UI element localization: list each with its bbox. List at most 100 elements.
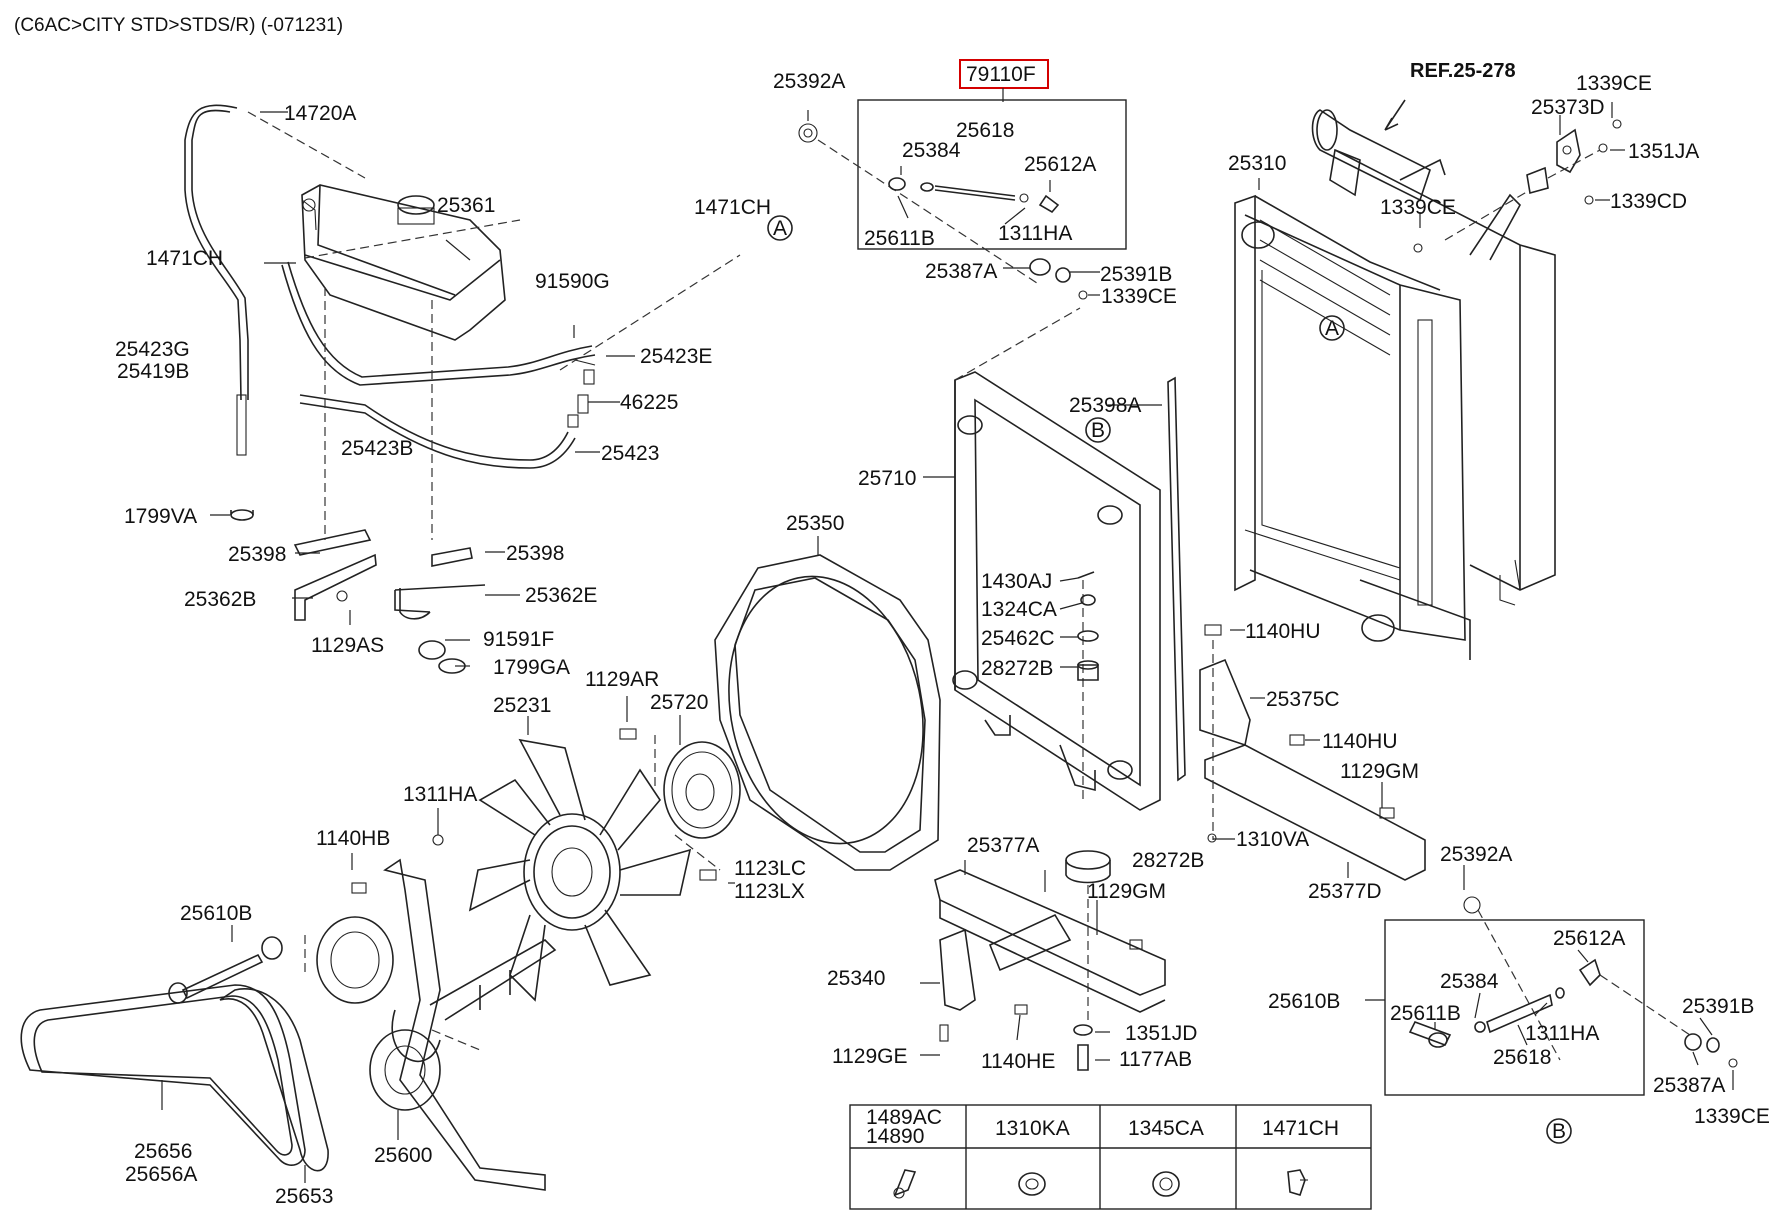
part-label-25653: 25653 <box>275 1185 333 1208</box>
part-label-1799va: 1799VA <box>124 505 197 528</box>
table-header-cell: 1471CH <box>1262 1117 1339 1140</box>
coolant-reservoir-tank <box>301 184 506 341</box>
radiator-core <box>1234 194 1471 660</box>
part-label-1324ca: 1324CA <box>981 598 1057 621</box>
part-label-25398a: 25398A <box>1069 394 1141 417</box>
fan-shroud <box>714 554 941 871</box>
part-label-25612a: 25612A <box>1553 927 1625 950</box>
part-label-1140hu: 1140HU <box>1322 730 1398 753</box>
part-label-1339ce: 1339CE <box>1694 1105 1770 1128</box>
part-label-25392a: 25392A <box>1440 843 1512 866</box>
part-label-1129gm: 1129GM <box>1087 880 1166 903</box>
part-label-25362b: 25362B <box>184 588 256 611</box>
table-header-cell: 1489AC <box>866 1106 942 1129</box>
part-label-25392a: 25392A <box>773 70 845 93</box>
marker-a-circle <box>767 215 793 241</box>
part-label-25340: 25340 <box>827 967 885 990</box>
part-label-79110f: 79110F <box>966 63 1036 86</box>
part-label-1129ge: 1129GE <box>832 1045 908 1068</box>
table-header-cell: 1345CA <box>1128 1117 1204 1140</box>
reservoir-dashed-leaders <box>247 111 741 540</box>
callout-markers: A A B B <box>767 215 1572 1144</box>
highlighted-part-box <box>959 59 1049 89</box>
nut-icon <box>1018 1172 1046 1196</box>
part-label-1311ha: 1311HA <box>1525 1022 1599 1045</box>
part-label-1310va: 1310VA <box>1236 828 1309 851</box>
part-label-25350: 25350 <box>786 512 844 535</box>
part-label-25377a: 25377A <box>967 834 1039 857</box>
marker-b-circle <box>1546 1118 1572 1144</box>
marker-b-label: B <box>1091 419 1105 442</box>
part-label-25710: 25710 <box>858 467 916 490</box>
part-label-28272b: 28272B <box>1132 849 1204 872</box>
part-label-25423g: 25423G <box>115 338 190 361</box>
part-label-28272b: 28272B <box>981 657 1053 680</box>
cooling-fan <box>468 738 692 1002</box>
part-label-14720a: 14720A <box>284 102 356 125</box>
lower-hose-kit-box <box>1384 896 1738 1096</box>
part-label-1471ch: 1471CH <box>146 247 223 270</box>
part-number-labels: 14720A 1471CH 1471CH 25361 91590G 25423G… <box>115 60 1770 1208</box>
part-label-25423b: 25423B <box>341 437 413 460</box>
part-label-1339cd: 1339CD <box>1610 190 1687 213</box>
part-label-1129as: 1129AS <box>311 634 384 657</box>
part-label-25423e: 25423E <box>640 345 712 368</box>
flange-nut-icon <box>1152 1171 1180 1197</box>
part-label-25387a: 25387A <box>925 260 997 283</box>
part-label-91590g: 91590G <box>535 270 610 293</box>
part-label-25377d: 25377D <box>1308 880 1382 903</box>
part-label-25387a: 25387A <box>1653 1074 1725 1097</box>
part-label-91591f: 91591F <box>483 628 554 651</box>
part-label-25391b: 25391B <box>1682 995 1754 1018</box>
part-label-25462c: 25462C <box>981 627 1055 650</box>
part-label-1339ce: 1339CE <box>1576 72 1652 95</box>
drive-belts <box>20 984 329 1172</box>
marker-a-circle <box>1319 315 1345 341</box>
table-header-cell: 1310KA <box>995 1117 1070 1140</box>
part-label-25398: 25398 <box>228 543 286 566</box>
clip-icon <box>893 1169 917 1199</box>
part-label-25384: 25384 <box>902 139 961 162</box>
marker-b-circle <box>1085 417 1111 443</box>
table-header-cell: 14890 <box>866 1125 924 1148</box>
part-label-25656: 25656 <box>134 1140 192 1163</box>
part-label-1177ab: 1177AB <box>1119 1048 1192 1071</box>
part-label-25231: 25231 <box>493 694 551 717</box>
radiator-mounting-hardware <box>1384 99 1622 253</box>
idler-pulley-bracket <box>304 858 557 1191</box>
part-label-1799ga: 1799GA <box>493 656 570 679</box>
model-path-header: (C6AC>CITY STD>STDS/R) (-071231) <box>14 15 343 36</box>
part-label-25720: 25720 <box>650 691 708 714</box>
part-label-1140hb: 1140HB <box>316 827 390 850</box>
part-label-25391b: 25391B <box>1100 263 1172 286</box>
part-label-25384: 25384 <box>1440 970 1499 993</box>
reservoir-hoses <box>281 261 596 469</box>
part-label-1311ha: 1311HA <box>998 222 1072 245</box>
fan-clutch <box>432 728 741 881</box>
part-label-1430aj: 1430AJ <box>981 570 1052 593</box>
part-label-25398: 25398 <box>506 542 564 565</box>
part-label-1123lc: 1123LC <box>734 857 806 880</box>
part-label-1351jd: 1351JD <box>1125 1022 1197 1045</box>
part-label-25373d: 25373D <box>1531 96 1605 119</box>
right-support-bracket <box>1199 624 1426 881</box>
part-label-1129ar: 1129AR <box>585 668 659 691</box>
part-label-25362e: 25362E <box>525 584 597 607</box>
part-label-1311ha: 1311HA <box>403 783 477 806</box>
part-label-25610b: 25610B <box>180 902 252 925</box>
hose-kit-box <box>798 59 1127 300</box>
part-label-25611b: 25611B <box>1390 1002 1461 1025</box>
part-label-25375c: 25375C <box>1266 688 1340 711</box>
radiator-frame <box>952 307 1186 811</box>
part-label-25361: 25361 <box>437 194 495 217</box>
label-leader-lines <box>161 102 1734 1183</box>
part-label-1129gm: 1129GM <box>1340 760 1419 783</box>
part-label-25611b: 25611B <box>864 227 935 250</box>
part-label-25618: 25618 <box>956 119 1014 142</box>
hose-clamp-icon <box>1287 1169 1308 1196</box>
part-label-1140hu: 1140HU <box>1245 620 1321 643</box>
part-label-25618: 25618 <box>1493 1046 1551 1069</box>
part-label-25600: 25600 <box>374 1144 432 1167</box>
part-label-1351ja: 1351JA <box>1628 140 1699 163</box>
